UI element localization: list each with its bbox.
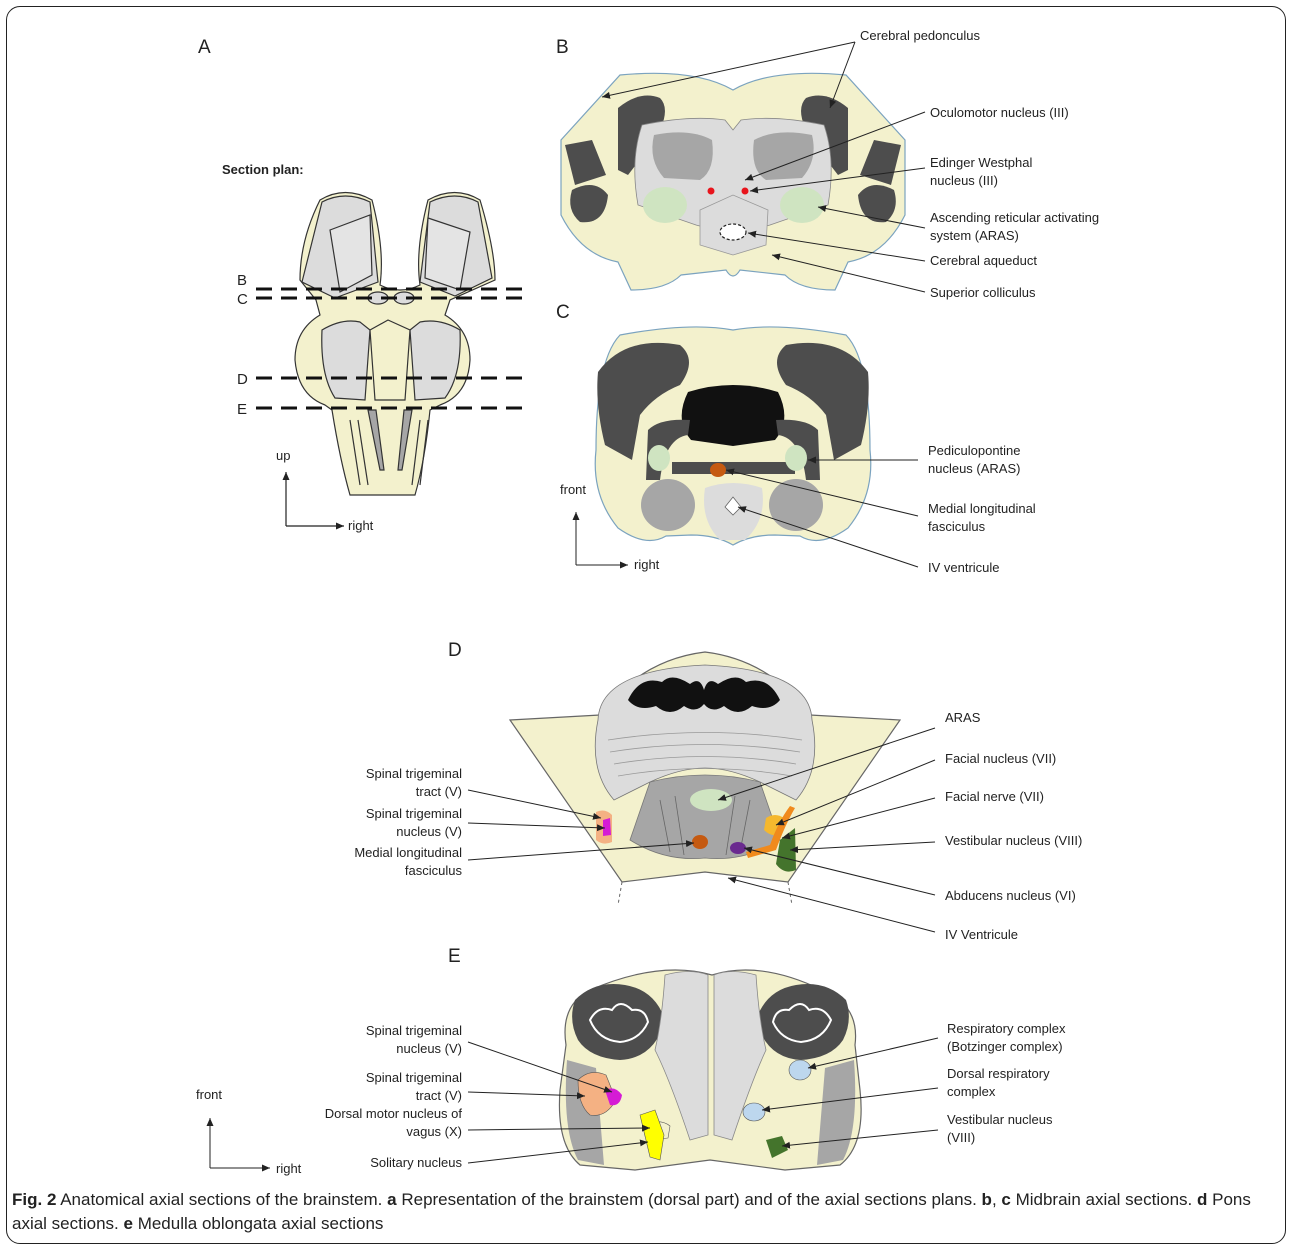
label-trig-nucleus-e-2: nucleus (V): [396, 1041, 462, 1056]
label-mlf-d-2: fasciculus: [405, 863, 463, 878]
edinger-right: [742, 188, 749, 195]
label-pediculopontine-1: Pediculopontine: [928, 443, 1021, 458]
section-label-b: B: [237, 272, 247, 289]
label-vestibular-d: Vestibular nucleus (VIII): [945, 833, 1082, 848]
caption-text-6: Medulla oblongata axial sections: [133, 1214, 383, 1233]
mlf-d: [692, 835, 708, 849]
label-aras-d: ARAS: [945, 710, 981, 725]
caption-ref-a: a: [387, 1190, 396, 1209]
oculomotor-left: [652, 132, 712, 180]
label-aqueduct: Cerebral aqueduct: [930, 253, 1037, 268]
label-mlf-c-1: Medial longitudinal: [928, 501, 1036, 516]
panel-b: B Cerebral pedonculus Oculomotor nucleus…: [556, 28, 1099, 300]
caption-fig-number: Fig. 2: [12, 1190, 56, 1209]
caption-ref-b: b: [982, 1190, 992, 1209]
label-ventricle-c: IV ventricule: [928, 560, 1000, 575]
label-aras-2: system (ARAS): [930, 228, 1019, 243]
section-label-d: D: [237, 371, 248, 388]
mlf-c: [710, 463, 726, 477]
figure-caption: Fig. 2 Anatomical axial sections of the …: [12, 1188, 1280, 1236]
section-plan-label: Section plan:: [222, 162, 304, 177]
label-trig-nucleus-e-1: Spinal trigeminal: [366, 1023, 462, 1038]
label-vestibular-e-2: (VIII): [947, 1130, 975, 1145]
label-trig-tract-e-2: tract (V): [416, 1088, 462, 1103]
panel-c-letter: C: [556, 302, 570, 323]
caption-ref-c: c: [1001, 1190, 1010, 1209]
label-solitary: Solitary nucleus: [370, 1155, 462, 1170]
edinger-left: [708, 188, 715, 195]
axis-right-label-c: right: [634, 557, 660, 572]
abducens-d: [730, 842, 746, 854]
label-dmnv-1: Dorsal motor nucleus of: [325, 1106, 463, 1121]
label-trig-tract-d-1: Spinal trigeminal: [366, 766, 462, 781]
label-facial-nucleus: Facial nucleus (VII): [945, 751, 1056, 766]
aras-right-b: [780, 187, 824, 223]
cerebral-aqueduct: [720, 224, 746, 240]
panel-d-letter: D: [448, 640, 462, 661]
panel-c: C Pediculopontine nucleus (ARAS) Medial …: [556, 302, 1036, 575]
label-trig-nucleus-d-2: nucleus (V): [396, 824, 462, 839]
oculomotor-right: [753, 132, 813, 180]
label-aras-1: Ascending reticular activating: [930, 210, 1099, 225]
label-resp-2: (Botzinger complex): [947, 1039, 1063, 1054]
label-trig-tract-e-1: Spinal trigeminal: [366, 1070, 462, 1085]
panel-a-letter: A: [198, 37, 211, 58]
anatomy-figure: A Section plan: B C D E: [0, 0, 1292, 1180]
label-trig-nucleus-d-1: Spinal trigeminal: [366, 806, 462, 821]
orientation-axes-a: [286, 472, 344, 526]
panel-b-letter: B: [556, 37, 569, 58]
label-trig-tract-d-2: tract (V): [416, 784, 462, 799]
caption-text-1: Anatomical axial sections of the brainst…: [56, 1190, 387, 1209]
section-label-e: E: [237, 401, 247, 418]
axis-right-label-e: right: [276, 1161, 302, 1176]
label-oculomotor: Oculomotor nucleus (III): [930, 105, 1069, 120]
label-colliculus: Superior colliculus: [930, 285, 1036, 300]
label-abducens: Abducens nucleus (VI): [945, 888, 1076, 903]
label-resp-1: Respiratory complex: [947, 1021, 1066, 1036]
aras-left-b: [643, 187, 687, 223]
axis-front-label-e: front: [196, 1087, 222, 1102]
label-mlf-c-2: fasciculus: [928, 519, 986, 534]
label-facial-nerve: Facial nerve (VII): [945, 789, 1044, 804]
caption-text-2: Representation of the brainstem (dorsal …: [397, 1190, 982, 1209]
label-edinger-2: nucleus (III): [930, 173, 998, 188]
panel-d: D: [354, 640, 1082, 942]
label-vestibular-e-1: Vestibular nucleus: [947, 1112, 1053, 1127]
label-mlf-d-1: Medial longitudinal: [354, 845, 462, 860]
axis-right-label-a: right: [348, 518, 374, 533]
label-pediculopontine-2: nucleus (ARAS): [928, 461, 1020, 476]
panel-e: E Spinal trigeminal nucleus (V) Sp: [196, 946, 1066, 1176]
resp-botzinger: [789, 1060, 811, 1080]
spinal-trig-nucleus-d: [603, 818, 611, 836]
label-dorsal-resp-1: Dorsal respiratory: [947, 1066, 1050, 1081]
caption-text-4: Midbrain axial sections.: [1011, 1190, 1197, 1209]
caption-ref-d: d: [1197, 1190, 1207, 1209]
label-edinger-1: Edinger Westphal: [930, 155, 1032, 170]
medulla-continuation: [618, 882, 792, 905]
label-dmnv-2: vagus (X): [406, 1124, 462, 1139]
caption-text-3: ,: [992, 1190, 1001, 1209]
section-label-c: C: [237, 291, 248, 308]
inferior-left: [641, 479, 695, 531]
substantia-nigra-c: [682, 385, 785, 446]
caption-ref-e: e: [124, 1214, 133, 1233]
label-cerebral-pedonculus: Cerebral pedonculus: [860, 28, 980, 43]
brainstem-dorsal-drawing: [295, 193, 495, 496]
dorsal-resp-complex: [743, 1103, 765, 1121]
axis-up-label: up: [276, 448, 290, 463]
label-dorsal-resp-2: complex: [947, 1084, 996, 1099]
panel-e-letter: E: [448, 946, 461, 967]
pediculopontine-left: [648, 445, 670, 471]
panel-a: A Section plan: B C D E: [198, 37, 530, 533]
pediculopontine-right: [785, 445, 807, 471]
aras-d: [690, 789, 732, 811]
axis-front-label-c: front: [560, 482, 586, 497]
label-ventricle-d: IV Ventricule: [945, 927, 1018, 942]
